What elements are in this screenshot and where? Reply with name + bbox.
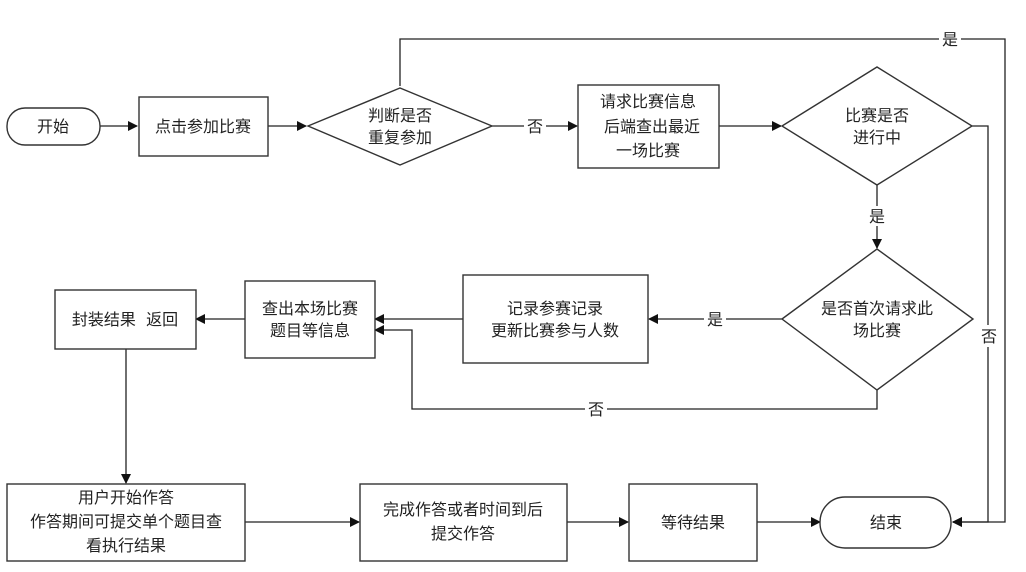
node-user-answer[interactable]: 用户开始作答 作答期间可提交单个题目查 看执行结果 <box>6 483 246 562</box>
node-user-answer-line3: 看执行结果 <box>86 536 166 555</box>
node-submit-line2: 提交作答 <box>431 524 495 543</box>
node-request-info-line2: 后端查出最近 <box>604 117 700 136</box>
node-record-entry-line1: 记录参赛记录 <box>507 299 603 318</box>
node-user-answer-line1: 用户开始作答 <box>78 488 174 507</box>
edge-label-progress-yes: 是 <box>869 207 885 226</box>
node-click-join-label: 点击参加比赛 <box>155 117 251 136</box>
node-user-answer-line2: 作答期间可提交单个题目查 <box>30 512 222 531</box>
edge-label-first-no: 否 <box>588 400 604 419</box>
edge-label-repeat-yes: 是 <box>942 30 958 49</box>
node-request-info-line1: 请求比赛信息 <box>600 92 696 111</box>
node-query-questions[interactable]: 查出本场比赛 题目等信息 <box>244 280 376 359</box>
node-submit-line1: 完成作答或者时间到后 <box>383 500 543 519</box>
node-is-repeat-line1: 判断是否 <box>368 106 432 125</box>
node-click-join[interactable]: 点击参加比赛 <box>138 96 269 157</box>
edge-label-repeat-no: 否 <box>527 117 543 136</box>
node-package-return[interactable]: 封装结果 返回 <box>54 289 197 350</box>
node-wait-result-label: 等待结果 <box>661 513 725 532</box>
edge-progress-no <box>952 125 989 527</box>
node-request-info-line3: 一场比赛 <box>616 141 680 160</box>
node-first-request-line1: 是否首次请求此 <box>821 299 933 318</box>
node-record-entry[interactable]: 记录参赛记录 更新比赛参与人数 <box>462 274 649 364</box>
connectors <box>100 38 1006 527</box>
node-in-progress-line1: 比赛是否 <box>845 106 909 125</box>
node-start[interactable]: 开始 <box>6 107 101 146</box>
node-in-progress[interactable]: 比赛是否 进行中 <box>780 66 974 186</box>
node-wait-result[interactable]: 等待结果 <box>628 483 758 562</box>
node-query-questions-line1: 查出本场比赛 <box>262 299 358 318</box>
node-end[interactable]: 结束 <box>819 496 952 549</box>
node-first-request[interactable]: 是否首次请求此 场比赛 <box>780 248 975 391</box>
edge-labels: 否 是 是 否 是 否 <box>524 29 999 419</box>
node-query-questions-line2: 题目等信息 <box>270 321 350 340</box>
node-first-request-line2: 场比赛 <box>853 321 901 340</box>
edge-label-first-yes: 是 <box>707 310 723 329</box>
edge-first-no <box>374 325 878 410</box>
node-start-label: 开始 <box>37 117 69 136</box>
node-record-entry-line2: 更新比赛参与人数 <box>491 321 619 340</box>
node-request-info[interactable]: 请求比赛信息 后端查出最近 一场比赛 <box>577 84 720 169</box>
node-is-repeat-line2: 重复参加 <box>368 128 432 147</box>
node-in-progress-line2: 进行中 <box>853 128 901 147</box>
node-package-return-label: 封装结果 返回 <box>72 310 178 329</box>
node-is-repeat[interactable]: 判断是否 重复参加 <box>306 87 494 166</box>
edge-label-progress-no: 否 <box>981 327 997 346</box>
node-end-label: 结束 <box>870 513 902 532</box>
node-submit[interactable]: 完成作答或者时间到后 提交作答 <box>359 483 568 562</box>
